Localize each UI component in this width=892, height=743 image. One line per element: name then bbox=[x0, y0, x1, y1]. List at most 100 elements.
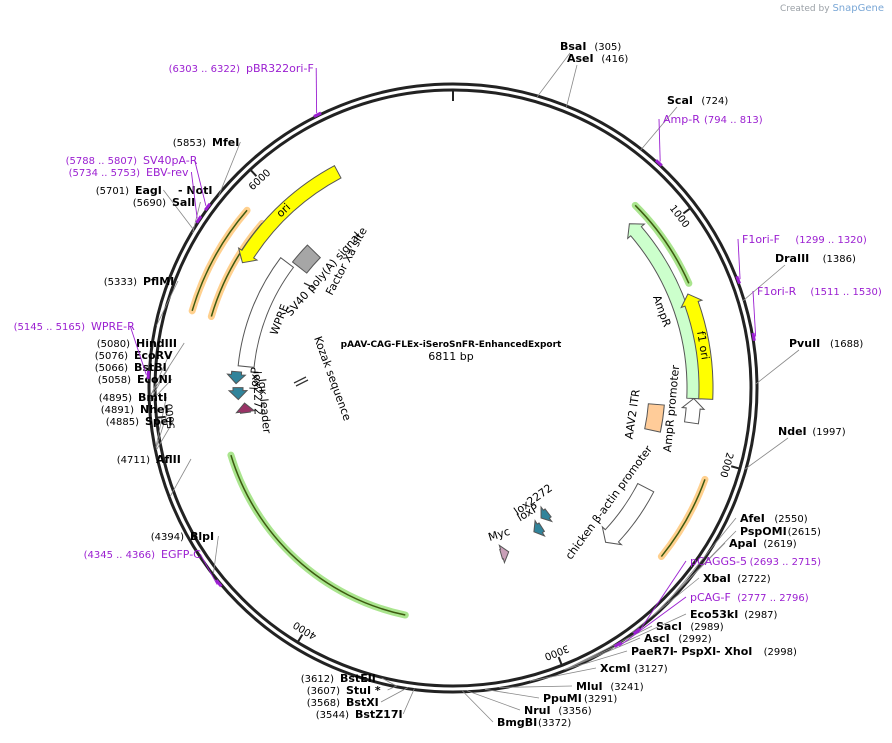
feature-aav2-itr[interactable] bbox=[644, 403, 665, 433]
feature-lox2272[interactable] bbox=[540, 505, 554, 523]
feature-ig-leader[interactable] bbox=[235, 402, 256, 414]
primer-leader-3 bbox=[752, 290, 757, 337]
site-name-38[interactable]: MfeI bbox=[212, 136, 239, 149]
site-name-35[interactable]: SalI bbox=[172, 196, 195, 209]
feature-loxp[interactable] bbox=[533, 519, 546, 537]
site-pos-7: (2615) bbox=[788, 527, 821, 538]
site-leader-8 bbox=[653, 542, 726, 615]
site-leader-18 bbox=[484, 688, 540, 699]
tick-mark-6000 bbox=[249, 168, 258, 177]
feature-ori[interactable] bbox=[237, 164, 342, 264]
site-leader-3 bbox=[742, 264, 786, 302]
feature-myc[interactable] bbox=[498, 544, 510, 565]
site-name-27[interactable]: SpeI bbox=[145, 415, 172, 428]
site-pos-21: (3612) bbox=[301, 674, 334, 685]
primer-pos-8: (5788 .. 5807) bbox=[66, 156, 138, 167]
site-name-1[interactable]: AseI bbox=[567, 52, 594, 65]
primer-name-9[interactable]: EBV-rev bbox=[146, 166, 189, 179]
site-pos-5: (1997) bbox=[812, 427, 845, 438]
site-name-31[interactable]: BstBI bbox=[134, 361, 167, 374]
site-name-3[interactable]: DraIII bbox=[775, 252, 809, 265]
site-name-7[interactable]: PspOMI bbox=[740, 525, 787, 538]
credit-prefix: Created by bbox=[780, 4, 830, 14]
site-leader-36 bbox=[163, 189, 195, 231]
site-name-33[interactable]: HindIII bbox=[136, 337, 177, 350]
site-name-2[interactable]: ScaI bbox=[667, 94, 693, 107]
site-name-6[interactable]: AfeI bbox=[740, 512, 765, 525]
site-name-36[interactable]: EagI bbox=[135, 184, 162, 197]
site-name-5[interactable]: NdeI bbox=[778, 425, 807, 438]
site-name-25[interactable]: BlpI bbox=[190, 530, 214, 543]
tick-mark-3000 bbox=[557, 656, 563, 666]
site-name-29[interactable]: BmtI bbox=[138, 391, 167, 404]
primer-name-5[interactable]: pCAG-F bbox=[690, 591, 731, 604]
site-pos-32: (5076) bbox=[95, 351, 128, 362]
feature-chicken-actin-promoter[interactable] bbox=[601, 482, 655, 546]
feature-f1-ori[interactable] bbox=[680, 293, 714, 400]
site-leader-23 bbox=[380, 687, 408, 703]
site-name-22[interactable]: StuI * bbox=[346, 684, 381, 697]
site-name-32[interactable]: EcoRV bbox=[134, 349, 173, 362]
primer-name-1[interactable]: Amp-R bbox=[663, 113, 700, 126]
primer-name-7[interactable]: WPRE-R bbox=[91, 320, 135, 333]
feature-label-3: f1 ori bbox=[694, 330, 712, 360]
site-name-34[interactable]: PflMI bbox=[143, 275, 174, 288]
site-pos-20: (3372) bbox=[538, 718, 571, 729]
site-name-12[interactable]: AscI bbox=[644, 632, 670, 645]
site-leader-32 bbox=[149, 354, 170, 398]
site-pos-10: (2987) bbox=[744, 610, 777, 621]
site-name-0[interactable]: BsaI bbox=[560, 40, 586, 53]
site-name-18[interactable]: PpuMI bbox=[543, 692, 582, 705]
site-name-28[interactable]: NheI bbox=[140, 403, 169, 416]
site-leader-33 bbox=[149, 342, 185, 397]
site-name-14[interactable]: - PspXI bbox=[673, 645, 716, 658]
site-pos-3: (1386) bbox=[823, 254, 856, 265]
primer-name-6[interactable]: EGFP-C bbox=[161, 548, 201, 561]
primer-pos-7: (5145 .. 5165) bbox=[14, 322, 86, 333]
site-name-10[interactable]: Eco53kI bbox=[690, 608, 738, 621]
site-name-8[interactable]: ApaI bbox=[729, 537, 757, 550]
site-name-19[interactable]: NruI bbox=[524, 704, 551, 717]
primer-pos-4: (2693 .. 2715) bbox=[750, 557, 822, 568]
primer-name-4[interactable]: pCAGGS-5 bbox=[690, 555, 747, 568]
site-pos-11: (2989) bbox=[690, 622, 723, 633]
site-leader-22 bbox=[387, 685, 398, 691]
primer-mark-8 bbox=[203, 202, 212, 212]
primer-name-2[interactable]: F1ori-F bbox=[742, 233, 780, 246]
site-name-16[interactable]: XcmI bbox=[600, 662, 631, 675]
feature-lox2272[interactable] bbox=[227, 387, 249, 401]
site-name-15[interactable]: - XhoI bbox=[716, 645, 752, 658]
primer-leader-9 bbox=[190, 171, 198, 219]
feature-sv40-poly-a-signal[interactable] bbox=[291, 244, 322, 274]
site-leader-34 bbox=[156, 280, 179, 326]
primer-pos-0: (6303 .. 6322) bbox=[169, 64, 241, 75]
primer-name-3[interactable]: F1ori-R bbox=[757, 285, 797, 298]
site-name-11[interactable]: SacI bbox=[656, 620, 682, 633]
site-name-24[interactable]: BstZ17I bbox=[355, 708, 403, 721]
site-pos-30: (5058) bbox=[98, 375, 131, 386]
site-name-9[interactable]: XbaI bbox=[703, 572, 731, 585]
primer-mark-3 bbox=[751, 332, 756, 341]
primer-name-8[interactable]: SV40pA-R bbox=[143, 154, 198, 167]
site-pos-33: (5080) bbox=[97, 339, 130, 350]
site-name-20[interactable]: BmgBI bbox=[497, 716, 537, 729]
feature-label-4: AAV2 ITR bbox=[623, 388, 643, 440]
plasmid-size: 6811 bp bbox=[428, 350, 473, 363]
site-name-17[interactable]: MluI bbox=[576, 680, 603, 693]
site-name-23[interactable]: BstXI bbox=[346, 696, 379, 709]
site-name-30[interactable]: EcoNI bbox=[137, 373, 172, 386]
site-leader-12 bbox=[565, 637, 641, 670]
site-name-37[interactable]: - NotI bbox=[178, 184, 213, 197]
site-name-13[interactable]: PaeR7I bbox=[631, 645, 674, 658]
primer-name-0[interactable]: pBR322ori-F bbox=[246, 62, 314, 75]
site-name-26[interactable]: AflII bbox=[156, 453, 181, 466]
highlight-arc-4 bbox=[227, 451, 409, 619]
feature-loxp[interactable] bbox=[226, 370, 247, 385]
feature-ampr-promoter[interactable] bbox=[680, 397, 706, 425]
site-name-4[interactable]: PvuII bbox=[789, 337, 820, 350]
primers: pBR322ori-F(6303 .. 6322)Amp-R(794 .. 81… bbox=[14, 62, 882, 648]
site-name-21[interactable]: BstEII bbox=[340, 672, 376, 685]
site-leader-9 bbox=[631, 577, 700, 634]
feature-wpre[interactable] bbox=[237, 257, 295, 368]
primer-pos-3: (1511 .. 1530) bbox=[810, 287, 882, 298]
